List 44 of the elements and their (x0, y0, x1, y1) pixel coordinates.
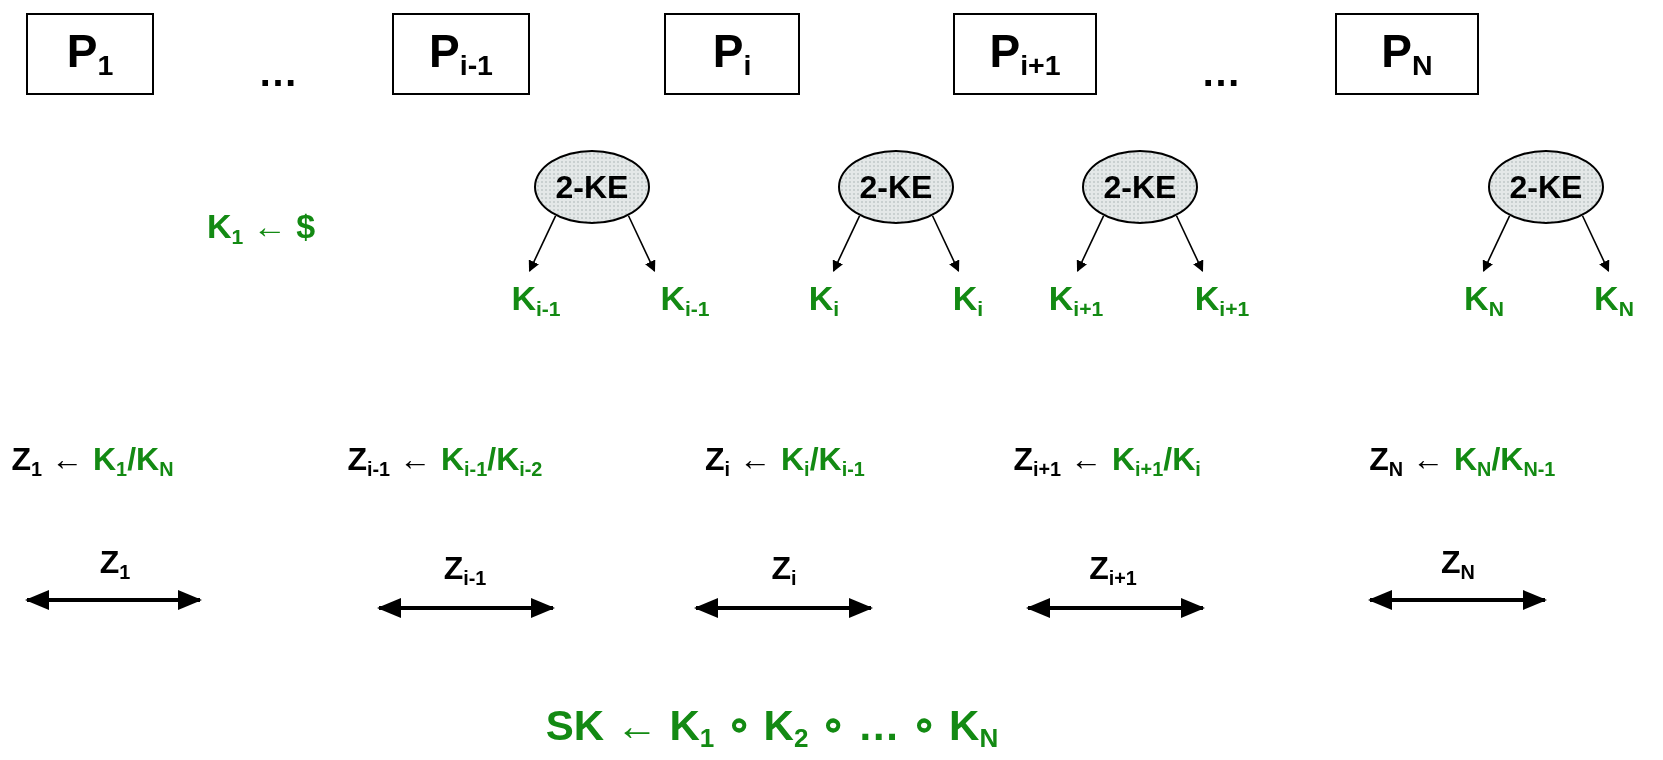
key-label: K$_{i+1}$ (1026, 275, 1126, 325)
value-assignment: Z$_{1}$ ← (11, 443, 83, 480)
ellipsis: … (1201, 52, 1241, 92)
key-label: K$_{i-1}$ (491, 275, 581, 325)
arrow (1482, 215, 1511, 272)
key-label: K$_{i-1}$ (640, 275, 730, 325)
arrow (627, 214, 656, 272)
key-ratio: K$_{i+1}$/K$_{i}$ (1112, 443, 1201, 480)
value-assignment: Z$_{N}$ ← (1369, 443, 1444, 480)
broadcast-value: Z$_{N}$ (1441, 546, 1475, 583)
participant-box: P$_{N}$ (1335, 13, 1479, 95)
participant-box: P$_{i+1}$ (953, 13, 1097, 95)
key-label: K$_{i+1}$ (1172, 275, 1272, 325)
key-exchange-ellipse: 2-KE (1488, 150, 1604, 224)
participant-box: P$_{i-1}$ (392, 13, 530, 95)
key-exchange-ellipse: 2-KE (838, 150, 954, 224)
arrow (1581, 214, 1610, 272)
key-ratio: K$_{i-1}$/K$_{i-2}$ (441, 443, 543, 480)
key-exchange-ellipse: 2-KE (1082, 150, 1198, 224)
ellipsis: … (258, 52, 298, 92)
key-exchange-ellipse: 2-KE (534, 150, 650, 224)
arrow (1076, 215, 1105, 272)
broadcast-value: Z$_{i}$ (771, 552, 797, 589)
participant-box: P$_{1}$ (26, 13, 154, 95)
key-label: K$_{i}$ (789, 275, 859, 325)
session-key-formula: SK ← K$_{1}$ ∘ K$_{2}$ ∘ … ∘ K$_{N}$ (545, 704, 999, 752)
key-label: K$_{N}$ (1574, 275, 1654, 325)
key-label: K$_{N}$ (1444, 275, 1524, 325)
key-label: K$_{i}$ (933, 275, 1003, 325)
key-assignment: K$_{1}$ ← $ (206, 209, 316, 248)
value-assignment: Z$_{i+1}$ ← (1013, 443, 1102, 480)
broadcast-value: Z$_{1}$ (99, 546, 131, 583)
value-assignment: Z$_{i}$ ← (705, 443, 771, 480)
arrow (528, 215, 557, 272)
arrow (931, 214, 960, 272)
key-ratio: K$_{i}$/K$_{i-1}$ (781, 443, 865, 480)
arrow (1175, 214, 1204, 272)
participant-box: P$_{i}$ (664, 13, 800, 95)
key-ratio: K$_{N}$/K$_{N-1}$ (1454, 443, 1556, 480)
arrow (832, 215, 861, 272)
broadcast-value: Z$_{i+1}$ (1089, 552, 1137, 589)
value-assignment: Z$_{i-1}$ ← (347, 443, 431, 480)
key-ratio: K$_{1}$/K$_{N}$ (93, 443, 174, 480)
broadcast-value: Z$_{i-1}$ (443, 552, 487, 589)
